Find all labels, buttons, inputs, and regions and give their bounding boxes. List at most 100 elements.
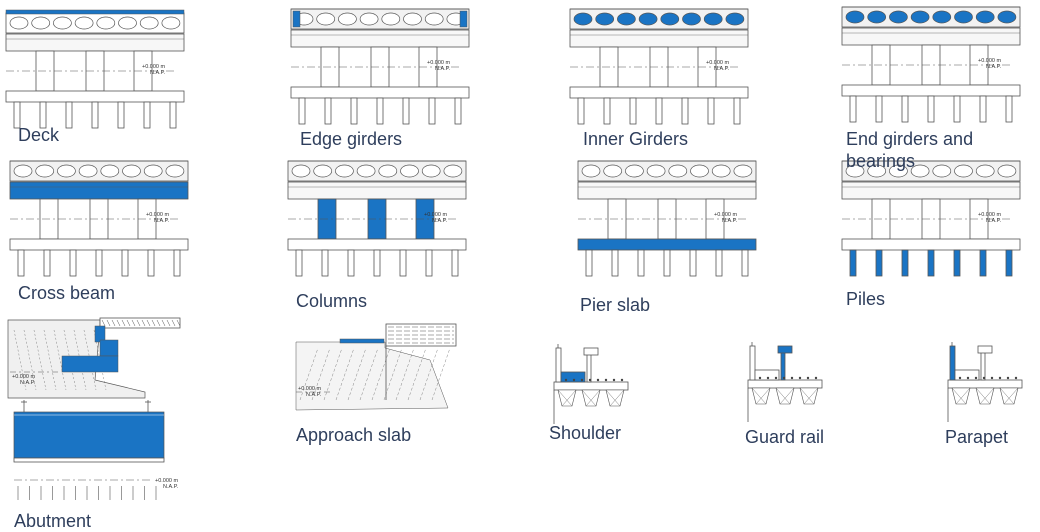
panel-end-girders-pile-6	[979, 95, 987, 123]
panel-inner-girders-level-value: +0.000 m	[706, 60, 730, 66]
panel-pier-slab-pile-5	[689, 249, 697, 277]
panel-guard-rail-guard-rail-post	[780, 351, 786, 381]
panel-abutment-elevation: +0.000 mN.A.P.	[13, 400, 179, 500]
abutment-deck-hatch	[131, 319, 136, 327]
abutment-elev-level-value: +0.000 m	[155, 478, 179, 484]
panel-parapet-parapet	[949, 345, 956, 381]
panel-columns-pile-2	[321, 249, 329, 277]
panel-cross-beam-pile-4	[95, 249, 103, 277]
panel-shoulder-girder-brace	[609, 389, 625, 407]
approach-hatch	[311, 347, 331, 401]
caption-abutment: Abutment	[14, 511, 92, 531]
panel-guard-rail-pavement-dot	[814, 376, 818, 380]
panel-guard-rail-pavement-dot	[766, 376, 770, 380]
abutment-level-datum: N.A.P.	[20, 380, 36, 386]
panel-edge-girders-edge-girder-left	[292, 10, 301, 28]
panel-end-girders-girder-void	[867, 10, 887, 24]
panel-end-girders-pile-7	[1005, 95, 1013, 123]
panel-end-girders: +0.000 mN.A.P.	[841, 6, 1021, 123]
panel-guard-rail-girder-3	[799, 387, 819, 405]
panel-cross-beam-level-value: +0.000 m	[146, 212, 170, 218]
panel-end-girders-cross-beam	[841, 27, 1021, 46]
panel-piles-pile-3	[901, 249, 909, 277]
panel-shoulder-parapet	[555, 347, 562, 383]
abutment-deck-hatch	[176, 319, 181, 327]
panel-deck-pile-6	[143, 101, 151, 129]
approach-hatch	[359, 347, 379, 401]
abutment-deck-hatch	[146, 319, 151, 327]
panel-deck-cross-beam	[5, 33, 185, 52]
caption-piles: Piles	[846, 289, 886, 309]
approach-hatch	[431, 347, 451, 401]
panel-pier-slab-pile-1	[585, 249, 593, 277]
panel-pier-slab-pier-slab	[577, 238, 757, 251]
panel-cross-beam-pier-slab	[9, 238, 189, 251]
panel-shoulder-girder-2	[581, 389, 601, 407]
panel-shoulder-girder-1	[557, 389, 577, 407]
panel-pier-slab-cross-beam	[577, 181, 757, 200]
panel-deck-pile-3	[65, 101, 73, 129]
approach-hatch	[347, 347, 367, 401]
approach-level-datum: N.A.P.	[306, 392, 322, 398]
panel-inner-girders-girder-void	[682, 12, 701, 26]
panel-pier-slab-level-datum: N.A.P.	[722, 218, 738, 224]
panel-piles-girder-void	[997, 164, 1017, 178]
panel-end-girders-girder-void	[910, 10, 930, 24]
panel-pier-slab-pile-2	[611, 249, 619, 277]
panel-columns-level-datum: N.A.P.	[432, 218, 448, 224]
panel-pier-slab-pile-4	[663, 249, 671, 277]
panel-shoulder-girder-brace	[605, 389, 621, 407]
panel-end-girders-pile-5	[953, 95, 961, 123]
panel-columns-girder-void	[443, 164, 463, 178]
panel-piles-pile-4	[927, 249, 935, 277]
approach-hatch	[383, 347, 403, 401]
panel-inner-girders-girder-void	[660, 12, 680, 26]
panel-columns-pile-1	[295, 249, 303, 277]
caption-edge-girders: Edge girders	[300, 129, 403, 149]
panel-parapet-girder-3	[999, 387, 1019, 405]
panel-guard-rail-pavement-dot	[774, 376, 778, 380]
panel-cross-beam-level-datum: N.A.P.	[154, 218, 170, 224]
approach-hatch	[407, 347, 427, 401]
panel-columns-girder-void	[313, 164, 333, 178]
panel-edge-girders-pile-3	[350, 97, 358, 125]
approach-slab-highlight	[339, 338, 385, 344]
panel-piles-girder-void	[932, 164, 952, 178]
panel-end-girders-pile-1	[849, 95, 857, 123]
panel-pier-slab-level-value: +0.000 m	[714, 212, 738, 218]
panel-inner-girders-cross-beam	[569, 29, 749, 48]
panel-parapet-pavement-dot	[1006, 376, 1010, 380]
panel-pier-slab-girder-void	[733, 164, 753, 178]
panel-inner-girders-pile-7	[733, 97, 741, 125]
panel-piles-level-datum: N.A.P.	[986, 218, 1002, 224]
panel-columns-pile-4	[373, 249, 381, 277]
panel-guard-rail	[747, 342, 823, 422]
caption-inner-girders: Inner Girders	[583, 129, 689, 149]
panel-deck: +0.000 mN.A.P.	[5, 9, 185, 129]
panel-end-girders-girder-void	[845, 10, 865, 24]
caption-cross-beam: Cross beam	[18, 283, 116, 303]
panel-edge-girders-girder-void	[403, 12, 422, 26]
panel-cross-beam-pile-6	[147, 249, 155, 277]
panel-parapet-girder-2	[975, 387, 995, 405]
panel-shoulder-guard-rail-post	[586, 353, 592, 383]
panel-shoulder-pavement-dot	[580, 378, 584, 382]
panel-pier-slab-girder-void	[711, 164, 731, 178]
panel-cross-beam-girder-void	[143, 164, 163, 178]
panel-edge-girders-pile-4	[376, 97, 384, 125]
panel-parapet-pavement-dot	[990, 376, 994, 380]
panel-piles-cross-beam	[841, 181, 1021, 200]
panel-shoulder-pavement-dot	[596, 378, 600, 382]
abutment-deck-hatch	[126, 319, 131, 327]
approach-hatch	[323, 347, 343, 401]
panel-end-girders-level-value: +0.000 m	[978, 58, 1002, 64]
panel-end-girders-pier-slab	[841, 84, 1021, 97]
panel-columns-girder-void	[291, 164, 311, 178]
panel-pier-slab-girder-void	[581, 164, 601, 178]
panel-deck-girder-void	[139, 16, 159, 30]
panel-inner-girders-pile-4	[655, 97, 663, 125]
panel-guard-rail-parapet	[749, 345, 756, 381]
panel-deck-girder-void	[31, 16, 51, 30]
panel-shoulder-pavement-dot	[604, 378, 608, 382]
panel-pier-slab: +0.000 mN.A.P.	[577, 160, 757, 277]
